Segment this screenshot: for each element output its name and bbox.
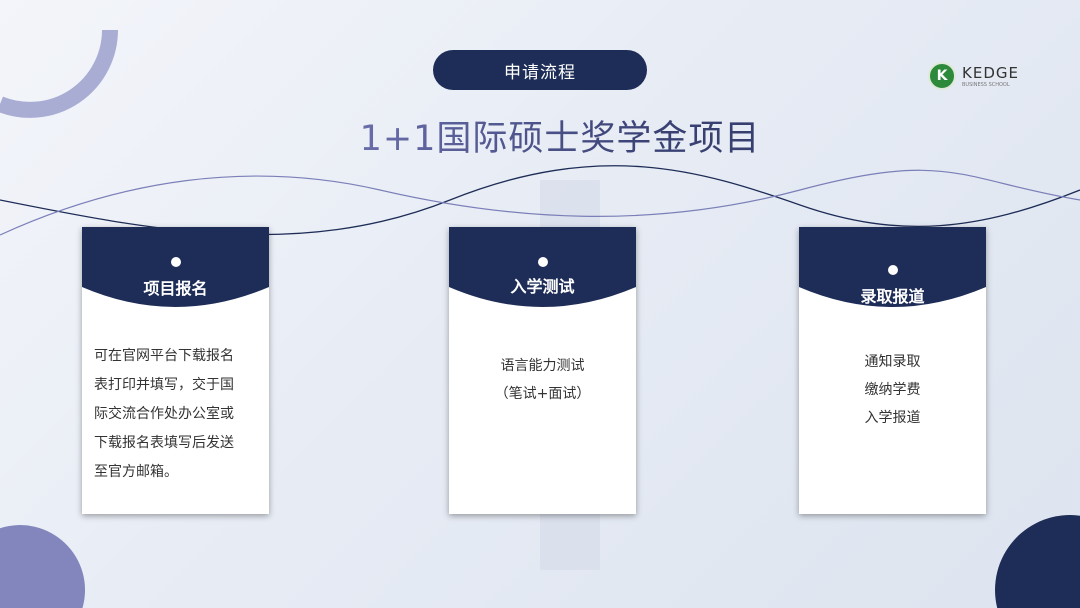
- step-title: 入学测试: [510, 277, 575, 296]
- logo-emblem-icon: K: [928, 62, 956, 90]
- step-description: 可在官网平台下载报名表打印并填写，交于国际交流合作处办公室或下载报名表填写后发送…: [94, 348, 234, 480]
- step-card-admission: 录取报道 通知录取缴纳学费入学报道: [799, 227, 986, 514]
- logo-subtext: BUSINESS SCHOOL: [962, 82, 1010, 88]
- step-title: 录取报道: [860, 287, 925, 306]
- step-card-registration: 项目报名 可在官网平台下载报名表打印并填写，交于国际交流合作处办公室或下载报名表…: [82, 227, 269, 514]
- dot-icon: [537, 257, 548, 267]
- kedge-logo: K KEDGE BUSINESS SCHOOL: [928, 62, 1019, 90]
- logo-text: KEDGE: [962, 64, 1019, 82]
- page-title: 1+1国际硕士奖学金项目: [0, 110, 1080, 161]
- process-pill: 申请流程: [433, 50, 647, 90]
- step-title: 项目报名: [143, 279, 208, 298]
- step-description: 语言能力测试（笔试+面试）: [494, 358, 591, 402]
- dot-icon: [887, 265, 898, 275]
- step-card-test: 入学测试 语言能力测试（笔试+面试）: [449, 227, 636, 514]
- step-description: 通知录取缴纳学费入学报道: [864, 354, 921, 426]
- dot-icon: [170, 257, 181, 267]
